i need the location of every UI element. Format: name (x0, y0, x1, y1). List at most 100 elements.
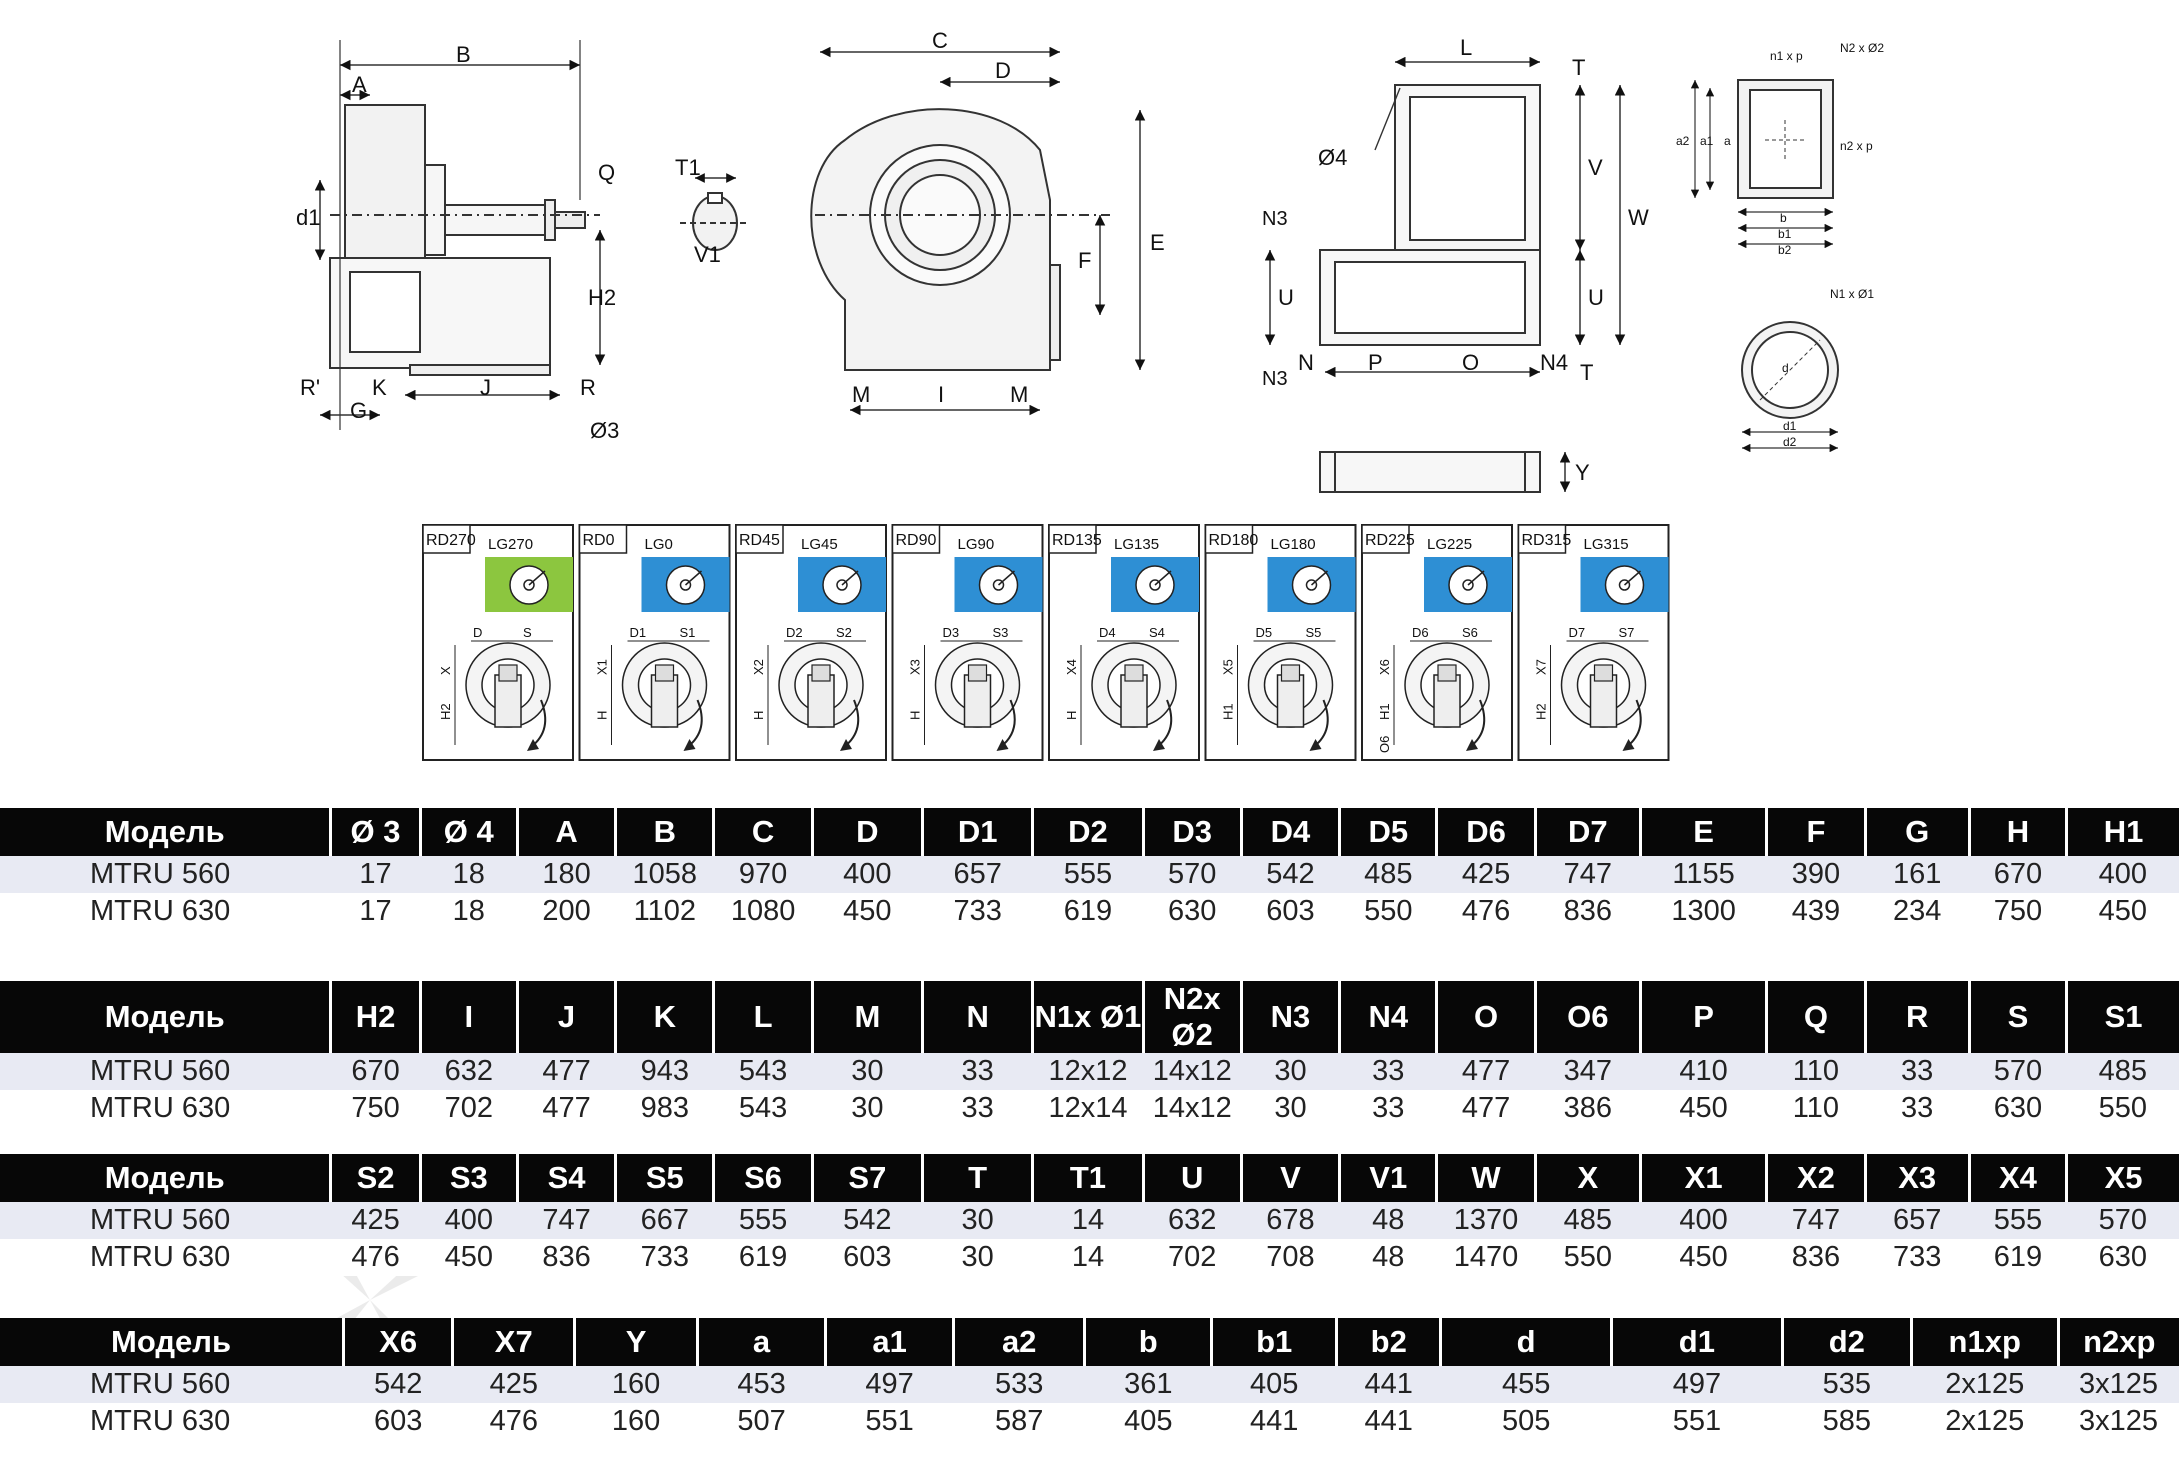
dimension-value-cell: 678 (1241, 1202, 1340, 1239)
fan-housing-icon (1560, 642, 1647, 751)
technical-drawings: B A Q d1 H2 R' K J R G Ø3 T1 V1 C D (296, 28, 1884, 761)
dimension-column-header: N1x Ø1 (1031, 981, 1144, 1053)
dimension-value-cell: 551 (1611, 1403, 1783, 1440)
dimension-value-cell: 450 (1640, 1090, 1767, 1127)
model-name-cell: MTRU 560 (0, 856, 331, 893)
dimension-value-cell: 533 (953, 1366, 1085, 1403)
side-view-drawing (314, 40, 606, 430)
dimension-value-cell: 1058 (615, 856, 714, 893)
dimension-value-cell: 400 (1640, 1202, 1767, 1239)
svg-text:R': R' (300, 375, 320, 400)
svg-text:T: T (1572, 55, 1585, 80)
dimension-column-header: T (920, 1154, 1033, 1202)
dimension-column-header: C (712, 808, 813, 856)
svg-text:N3: N3 (1262, 368, 1288, 390)
orientation-rd-label: RD180 (1209, 532, 1259, 549)
dimension-value-cell: 1155 (1640, 856, 1767, 893)
dimension-column-header: K (614, 981, 714, 1053)
dimension-value-cell: 17 (330, 893, 421, 930)
shaft-detail-drawing (680, 173, 750, 251)
model-name-cell: MTRU 630 (0, 1403, 344, 1440)
dimension-value-cell: 497 (825, 1366, 954, 1403)
dimension-value-cell: 733 (922, 893, 1033, 930)
dimension-column-header: X1 (1638, 1154, 1767, 1202)
dimension-value-cell: 180 (517, 856, 616, 893)
svg-text:U: U (1588, 285, 1604, 310)
dim-d-label: D5 (1256, 625, 1273, 640)
orientation-lg-label: LG270 (488, 536, 533, 553)
dimension-value-cell: 477 (1436, 1090, 1536, 1127)
dimension-value-cell: 347 (1535, 1053, 1641, 1090)
dimension-column-header: X3 (1863, 1154, 1970, 1202)
dimension-column-header: X5 (2065, 1154, 2179, 1202)
dimension-value-cell: 2x125 (1911, 1366, 2059, 1403)
svg-text:L: L (1460, 35, 1472, 60)
dimension-column-header: n1xp (1909, 1318, 2059, 1366)
dimension-value-cell: 619 (1032, 893, 1144, 930)
dimension-value-cell: 630 (1969, 1090, 2067, 1127)
dimension-column-header: S3 (418, 1154, 518, 1202)
orientation-lg-label: LG90 (958, 536, 995, 553)
dimension-value-cell: 603 (343, 1403, 453, 1440)
orientation-lg-label: LG180 (1271, 536, 1316, 553)
dimension-value-cell: 657 (1865, 1202, 1970, 1239)
rotation-icon (509, 565, 549, 605)
dimension-column-header: a (695, 1318, 826, 1366)
dimension-column-header: X2 (1765, 1154, 1866, 1202)
dimension-value-cell: 390 (1766, 856, 1866, 893)
dim-d-label: D (473, 625, 482, 640)
dimension-value-cell: 505 (1440, 1403, 1612, 1440)
dim-h-label: H2 (1534, 703, 1549, 720)
dimension-column-header: Q (1765, 981, 1866, 1053)
dimension-value-cell: 750 (1969, 893, 2067, 930)
dimension-column-header: b1 (1210, 1318, 1337, 1366)
dimension-value-cell: 550 (1339, 893, 1437, 930)
dimension-column-header: H1 (2065, 808, 2179, 856)
dimension-value-cell: 48 (1339, 1202, 1437, 1239)
rect-flange-drawing (1690, 79, 1834, 249)
dim-h-label: H2 (438, 703, 453, 720)
dimension-value-cell: 1370 (1436, 1202, 1536, 1239)
orientation-lg-label: LG0 (645, 536, 673, 553)
svg-text:D: D (995, 58, 1011, 83)
dimension-value-cell: 477 (517, 1090, 616, 1127)
dimension-column-header: I (418, 981, 518, 1053)
svg-text:b1: b1 (1778, 227, 1792, 241)
dimension-column-header: X7 (451, 1318, 575, 1366)
dim-d-label: D7 (1569, 625, 1586, 640)
dimension-value-cell: 477 (517, 1053, 616, 1090)
dimension-value-cell: 3x125 (2058, 1403, 2179, 1440)
dimension-value-cell: 619 (713, 1239, 813, 1276)
dimension-value-cell: 400 (812, 856, 923, 893)
model-name-cell: MTRU 630 (0, 893, 331, 930)
svg-text:U: U (1278, 285, 1294, 310)
svg-text:d1: d1 (296, 205, 320, 230)
dimension-value-cell: 555 (1032, 856, 1144, 893)
orientation-rd-label: RD90 (896, 532, 937, 549)
dimension-column-header: P (1638, 981, 1767, 1053)
dimension-value-cell: 12x14 (1032, 1090, 1144, 1127)
svg-text:O: O (1462, 350, 1479, 375)
dimension-value-cell: 450 (420, 1239, 518, 1276)
dimension-column-header: N3 (1239, 981, 1340, 1053)
dimension-value-cell: 400 (2066, 856, 2179, 893)
dimension-column-header: a1 (824, 1318, 954, 1366)
side-view-labels: B A Q d1 H2 R' K J R G Ø3 (296, 42, 619, 443)
svg-text:a2: a2 (1676, 134, 1690, 148)
dim-h-label: H1 (1377, 703, 1392, 720)
dimension-value-cell: 30 (812, 1053, 923, 1090)
dim-x-label: X7 (1534, 659, 1549, 675)
shaft-detail-labels: T1 V1 (675, 155, 721, 267)
model-column-header: Модель (0, 981, 331, 1053)
dimension-value-cell: 33 (1865, 1053, 1970, 1090)
svg-text:Ø3: Ø3 (590, 418, 619, 443)
